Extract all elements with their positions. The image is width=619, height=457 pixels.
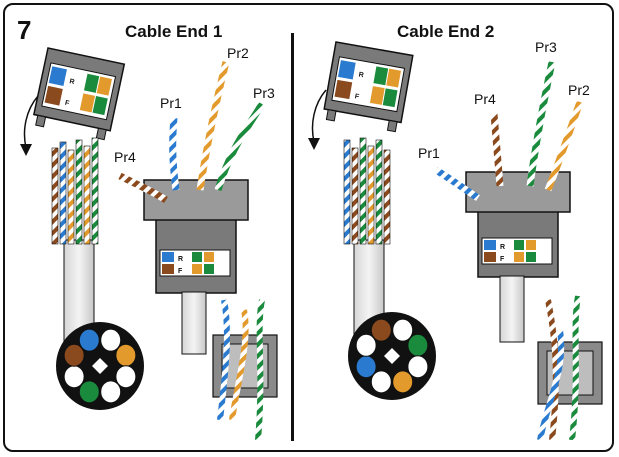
panel-1-pairs xyxy=(118,61,265,203)
step-number: 7 xyxy=(17,15,32,45)
panel-1-cross-section xyxy=(56,322,144,410)
panel-2-wire-dot-4 xyxy=(407,355,429,379)
panel-2-cross-section xyxy=(348,312,436,400)
panel-2-wire-dot-3 xyxy=(407,333,429,357)
panel-2-rotate-arrow xyxy=(311,89,327,143)
panel-2-small-jack xyxy=(537,295,603,441)
panel-1-label-pr3: Pr3 xyxy=(253,85,275,101)
panel-1-wire-dot-7 xyxy=(63,365,85,389)
panel-2-jack-letter-f: F xyxy=(500,256,505,263)
panel-2-cap-letter-f: F xyxy=(354,93,360,101)
panel-2-wire-dot-7 xyxy=(355,355,377,379)
panel-1-loose-wires xyxy=(51,137,99,245)
panel-2-wire-dot-5 xyxy=(392,370,414,394)
panel-1-jack: R F xyxy=(143,179,249,355)
panel-2-wire-dot-2 xyxy=(392,318,414,342)
panel-2-label-pr2: Pr2 xyxy=(568,82,590,98)
panel-2-wire-dot-6 xyxy=(370,370,392,394)
panel-2-loose-wires xyxy=(343,137,391,245)
panel-2-cap-connector: R F xyxy=(323,41,414,133)
panel-1-wire-dot-1 xyxy=(78,328,100,352)
panel-1-small-jack xyxy=(212,299,278,441)
panel-1-label-pr1: Pr1 xyxy=(160,95,182,111)
panel-1-cap-letter-f: F xyxy=(64,100,70,108)
panel-2-pairs xyxy=(434,61,584,201)
panel-1-jack-letter-f: F xyxy=(178,268,183,275)
panel-divider xyxy=(291,33,294,441)
panel-1-label-pr4: Pr4 xyxy=(114,149,136,165)
panel-2-label-pr3: Pr3 xyxy=(535,39,557,55)
panel-1-wire-dot-6 xyxy=(78,380,100,404)
panel-2-label-pr4: Pr4 xyxy=(474,91,496,107)
panel-1-cap-letter-r: R xyxy=(69,78,75,86)
panel-2-label-pr1: Pr1 xyxy=(418,145,440,161)
panel-2-title: Cable End 2 xyxy=(397,22,495,41)
panel-2-jack: R F xyxy=(465,171,571,343)
panel-1-label-pr2: Pr2 xyxy=(227,45,249,61)
panel-1-title: Cable End 1 xyxy=(125,22,223,41)
panel-1-jack-letter-r: R xyxy=(178,256,183,263)
panel-1-wire-dot-2 xyxy=(100,328,122,352)
panel-2-wire-dot-8 xyxy=(355,333,377,357)
panel-1-wire-dot-3 xyxy=(115,343,137,367)
panel-1-spline xyxy=(92,358,108,374)
panel-1-cap-connector: R F xyxy=(32,47,126,141)
panel-2-cap-letter-r: R xyxy=(358,71,364,79)
panel-2-jack-letter-r: R xyxy=(500,244,505,251)
panel-2-spline xyxy=(384,348,400,364)
panel-1-rotate-arrow xyxy=(23,95,39,149)
panel-1-wire-dot-4 xyxy=(115,365,137,389)
panel-1-wire-dot-5 xyxy=(100,380,122,404)
panel-1-wire-dot-8 xyxy=(63,343,85,367)
panel-2-wire-dot-1 xyxy=(370,318,392,342)
